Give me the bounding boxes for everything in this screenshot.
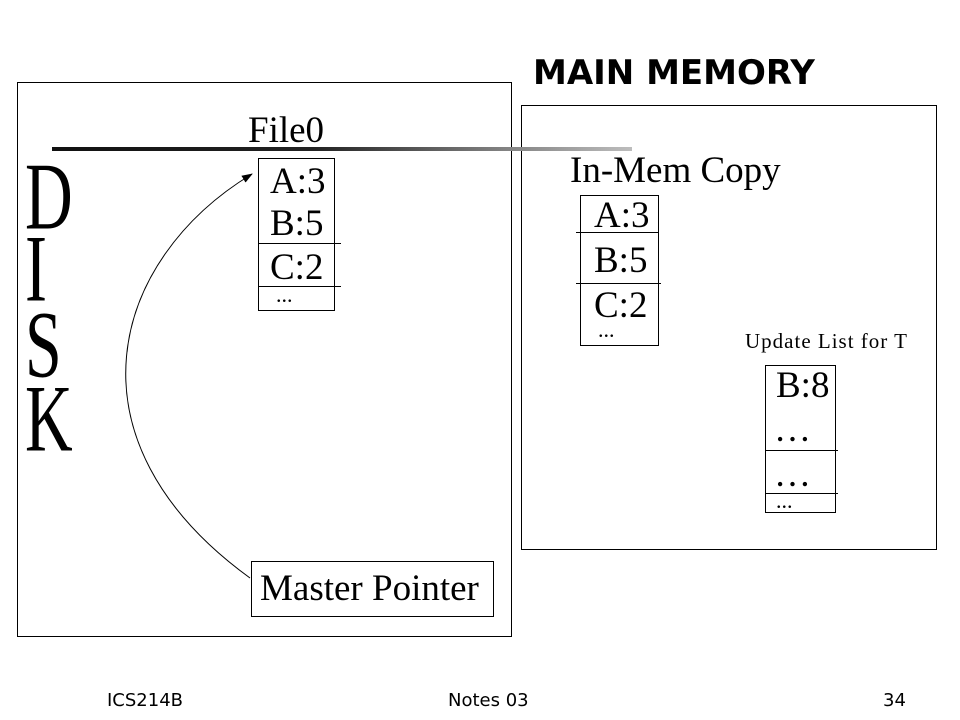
disk-letter-s: S [25, 292, 62, 399]
in-mem-cell-more: ... [598, 317, 615, 342]
update-list-label: Update List for T [745, 329, 908, 353]
update-list-cell: … [774, 454, 811, 495]
disk-letter-d: D [25, 144, 73, 251]
update-list-cell: … [774, 409, 811, 450]
file0-label: File0 [248, 110, 325, 151]
in-mem-copy-box [580, 195, 659, 346]
master-pointer-label: Master Pointer [260, 568, 479, 609]
main-memory-box [521, 105, 937, 550]
file0-cell: A:3 [270, 161, 326, 202]
disk-letter-i: I [25, 216, 47, 323]
footer-notes: Notes 03 [448, 690, 529, 711]
in-mem-cell: C:2 [594, 285, 648, 326]
file0-cell: C:2 [270, 247, 324, 288]
update-list-cell-more: ... [776, 488, 793, 513]
file0-cell-more: ... [276, 282, 293, 307]
in-mem-copy-label: In-Mem Copy [570, 150, 781, 191]
master-pointer-arrow [125, 173, 253, 579]
page-title: MAIN MEMORY [533, 53, 815, 93]
footer-course: ICS214B [107, 690, 184, 711]
file0-list-box [258, 158, 335, 311]
file0-cell: B:5 [270, 203, 324, 244]
master-pointer-box [251, 561, 494, 617]
update-list-box [765, 365, 836, 513]
update-list-cell: B:8 [776, 365, 830, 406]
in-mem-cell: B:5 [594, 240, 648, 281]
disk-letter-k: K [25, 366, 73, 473]
disk-box [17, 82, 512, 637]
footer-page-number: 34 [883, 690, 906, 711]
divider-line [52, 147, 632, 151]
in-mem-cell: A:3 [594, 195, 650, 236]
